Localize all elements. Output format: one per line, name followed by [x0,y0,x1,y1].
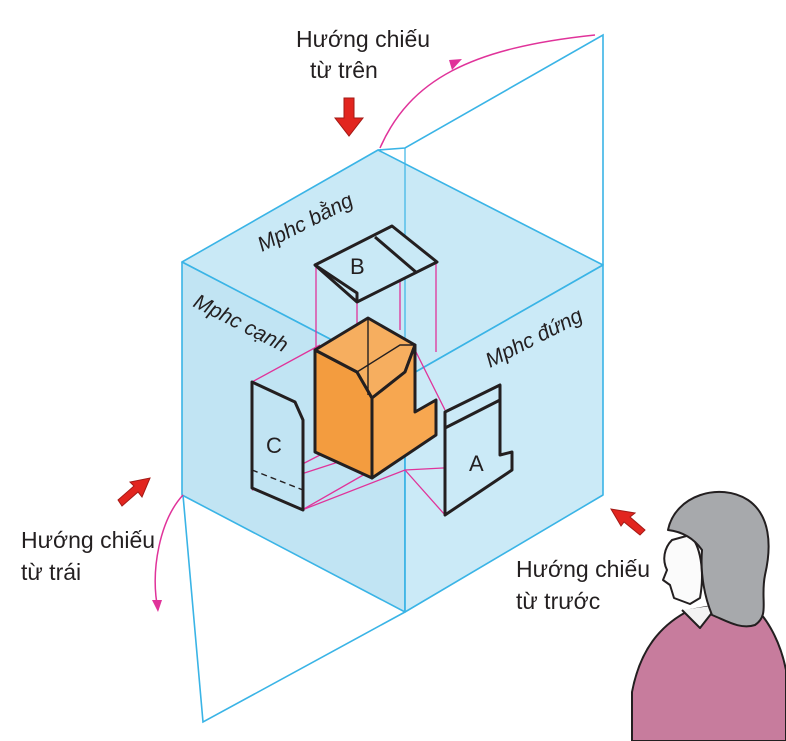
side-view-hidden-line [251,469,304,491]
rotation-arrows [154,34,596,611]
projection-line-side-2 [301,469,373,511]
direction-arrows [117,97,646,536]
side-view-c [250,380,305,512]
direction-label-top-line1: Hướng chiếu [296,26,430,52]
top-view-side-edge [314,263,359,302]
top-view-inner-line-1 [374,235,418,275]
object-edge-1 [356,344,415,373]
unfolded-horizontal-plane-outline [377,33,604,265]
direction-label-front-line1: Hướng chiếu [516,556,650,582]
person-figure [631,491,786,741]
direction-label-top-line2: từ trên [310,57,378,83]
rotation-arrow-left [154,494,184,611]
person-shirt [631,599,786,741]
object-right-face [370,343,438,480]
person-face [662,534,703,605]
object-3d [313,316,438,480]
projection-line-side-1 [251,344,321,383]
rotation-arrowhead-left [152,600,162,612]
unfolded-planes [182,33,604,724]
part-label-b: B [350,254,365,279]
front-view-step-line [444,398,501,430]
top-view-b [313,224,439,304]
part-label-a: A [469,451,484,476]
rotation-arrowheads [152,59,462,612]
front-view-outline [443,383,514,517]
arrow-from-front [610,508,646,536]
direction-label-left-line2: từ trái [21,559,81,585]
person-hair [667,491,770,628]
arrow-from-left [117,477,151,507]
rotation-arrow-top [379,34,596,149]
rotation-arrowhead-top [449,59,462,70]
projection-line-front-2 [404,469,446,516]
unfolded-side-plane-outline [182,494,406,724]
front-view-a [443,383,514,517]
arrow-from-top [333,97,365,137]
part-label-c: C [266,433,282,458]
top-view-outline [313,224,439,304]
projection-line-front-1 [414,349,446,411]
direction-label-left-line1: Hướng chiếu [21,527,155,553]
direction-label-front-line2: từ trước [516,588,600,614]
